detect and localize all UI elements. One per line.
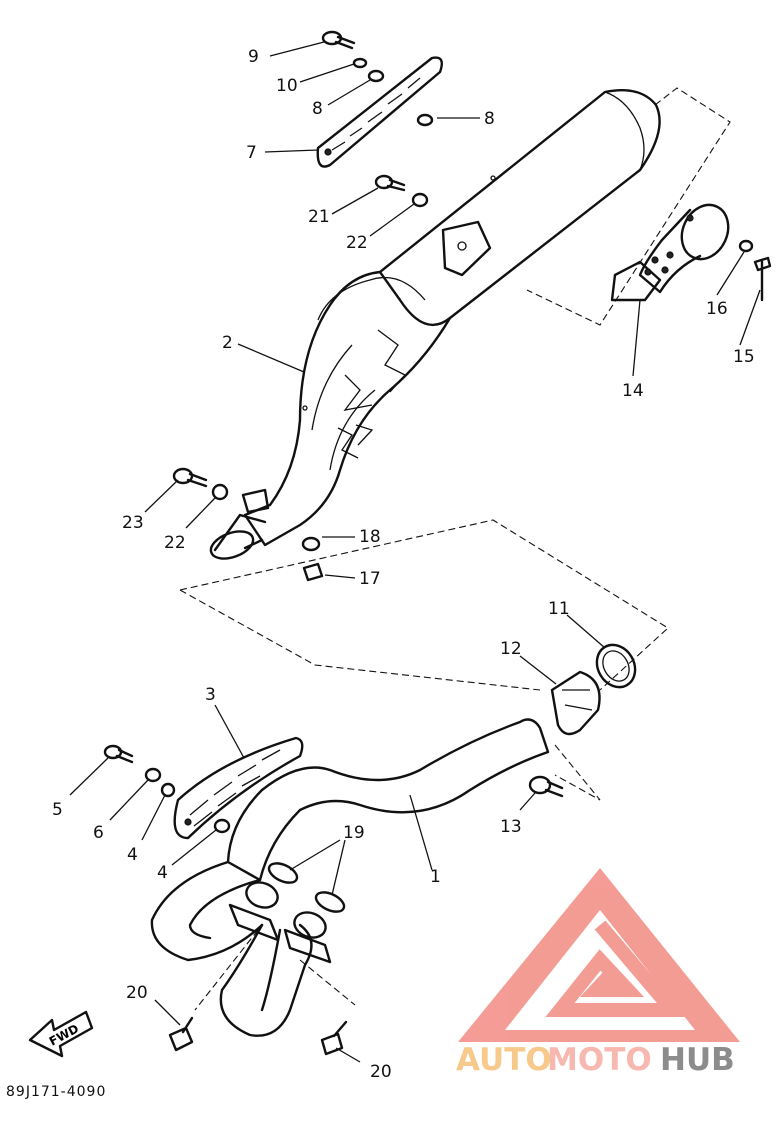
callout-9: 9 — [248, 47, 259, 67]
bolt-23 — [172, 467, 208, 488]
callout-15: 15 — [733, 347, 755, 367]
spark-arrestor — [610, 203, 730, 302]
assembly-box-header-bolts — [194, 929, 356, 1011]
washer-10 — [352, 57, 368, 69]
callout-7: 7 — [246, 143, 257, 163]
callout-12: 12 — [500, 639, 522, 659]
callout-23: 23 — [122, 513, 144, 533]
watermark-hub: HUB — [660, 1042, 735, 1078]
callout-8-b: 8 — [484, 109, 495, 129]
callout-3: 3 — [205, 685, 216, 705]
clamp-12 — [550, 670, 601, 736]
muffler — [209, 88, 661, 560]
callout-14: 14 — [622, 381, 644, 401]
bolt-9 — [321, 30, 356, 50]
nut-20-a — [168, 1016, 194, 1052]
nut-4-a — [160, 782, 176, 798]
nut-8-a — [367, 69, 385, 83]
callout-6: 6 — [93, 823, 104, 843]
gasket-11 — [595, 643, 637, 689]
automotohub-watermark: AUTO MOTO HUB — [456, 868, 740, 1078]
gasket-19-a — [267, 862, 299, 884]
callout-8-a: 8 — [312, 99, 323, 119]
bolt-17 — [302, 562, 324, 582]
bolt-5 — [103, 744, 134, 764]
leader-lines — [69, 41, 761, 1063]
watermark-auto: AUTO — [456, 1042, 552, 1078]
callout-20-a: 20 — [126, 983, 148, 1003]
bolt-21 — [374, 174, 406, 192]
callout-19: 19 — [343, 823, 365, 843]
callout-17: 17 — [359, 569, 381, 589]
heat-shield-lower — [173, 736, 304, 840]
callout-2: 2 — [222, 333, 233, 353]
callout-16: 16 — [706, 299, 728, 319]
callout-21: 21 — [308, 207, 330, 227]
callout-18: 18 — [359, 527, 381, 547]
heat-shield-upper — [316, 56, 443, 168]
washer-22-a — [411, 192, 429, 208]
gasket-19-b — [314, 891, 346, 913]
nut-8-b — [416, 113, 434, 127]
callout-11: 11 — [548, 599, 570, 619]
callout-22-a: 22 — [346, 233, 368, 253]
nut-4-b — [213, 818, 231, 834]
assembly-box-joint — [179, 519, 669, 691]
washer-22-b — [211, 483, 229, 501]
assembly-box-bolt — [554, 744, 601, 801]
callout-20-b: 20 — [370, 1062, 392, 1082]
grommet-18 — [301, 536, 321, 552]
callout-13: 13 — [500, 817, 522, 837]
bolt-13 — [528, 775, 564, 798]
callout-4-b: 4 — [157, 863, 168, 883]
drawing-code: 89J171-4090 — [6, 1084, 106, 1100]
exhaust-header-pipe — [150, 718, 550, 1037]
callout-1: 1 — [430, 867, 441, 887]
forward-direction-arrow: FWD — [28, 1010, 94, 1058]
callout-5: 5 — [52, 800, 63, 820]
callout-labels: 9 10 8 8 7 21 22 2 14 16 15 23 22 18 17 … — [52, 47, 755, 1082]
washer-6 — [144, 767, 162, 783]
callout-10: 10 — [276, 76, 298, 96]
watermark-moto: MOTO — [547, 1042, 652, 1078]
washer-16 — [738, 239, 754, 253]
assembly-box-tail — [526, 87, 731, 326]
watermark-triangle-logo — [458, 868, 740, 1042]
screw-15 — [753, 256, 772, 302]
nut-20-b — [320, 1020, 348, 1056]
callout-4-a: 4 — [127, 845, 138, 865]
callout-22-b: 22 — [164, 533, 186, 553]
